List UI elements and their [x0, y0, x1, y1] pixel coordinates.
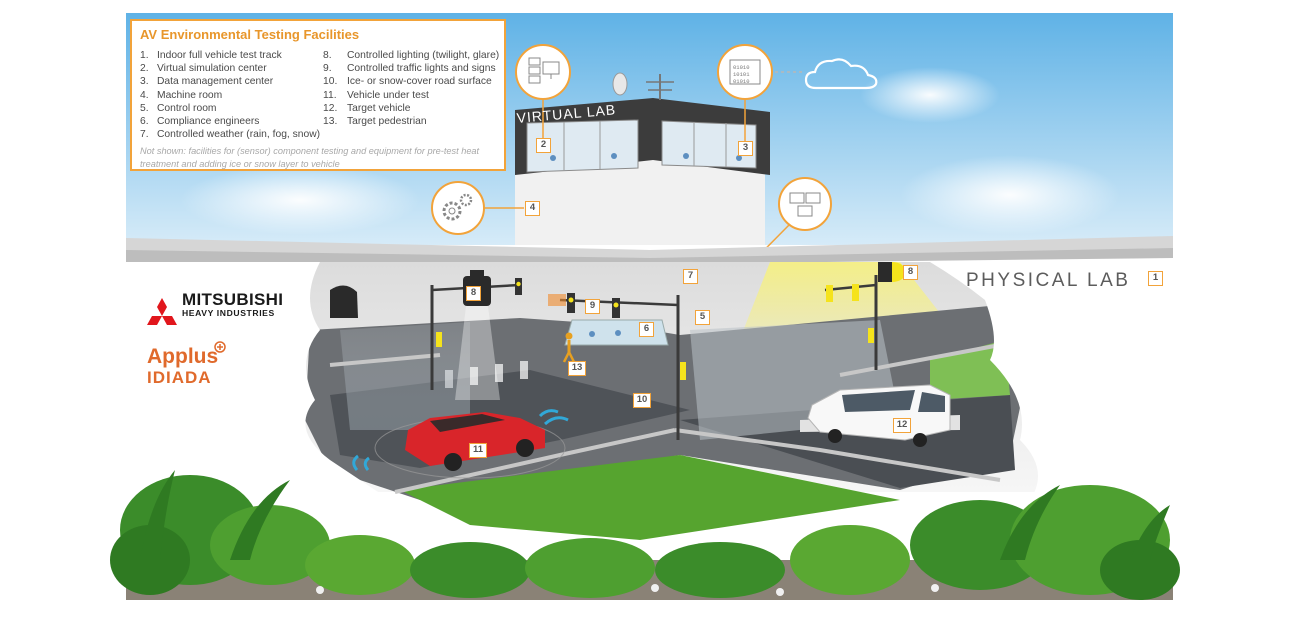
legend-item: 13.Target pedestrian — [323, 116, 427, 128]
target-pedestrian — [562, 332, 576, 363]
cloud-icon — [804, 58, 878, 90]
legend-item: 12.Target vehicle — [323, 102, 411, 114]
legend-item: 10.Ice- or snow-cover road surface — [323, 76, 492, 88]
marker-indoor-test-track: 1 — [1148, 271, 1163, 286]
legend-item: 3.Data management center — [140, 76, 274, 88]
svg-text:10101: 10101 — [733, 71, 750, 78]
scene-right-mask — [930, 262, 1173, 500]
applus-plus-mark — [214, 341, 226, 353]
vehicle-under-test — [352, 409, 569, 479]
svg-text:01010: 01010 — [733, 64, 750, 71]
legend-column-2: 8.Controlled lighting (twilight, glare) … — [323, 49, 499, 128]
legend-title: AV Environmental Testing Facilities — [140, 27, 360, 42]
marker-vehicle-under-test: 11 — [469, 443, 487, 458]
marker-controlled-lighting-right: 8 — [903, 265, 918, 280]
foreground-plants — [110, 470, 1180, 600]
marker-target-pedestrian: 13 — [568, 361, 586, 376]
marker-data-management-center: 3 — [738, 141, 753, 156]
marker-controlled-weather: 7 — [683, 269, 698, 284]
warning-light-glow — [548, 294, 566, 306]
legend-item: 5.Control room — [140, 102, 217, 114]
mitsubishi-logo-mark — [147, 298, 177, 325]
idiada-logo: IDIADA — [147, 368, 212, 387]
target-vehicle — [800, 384, 960, 447]
marker-control-room: 5 — [695, 310, 710, 325]
legend-item: 9.Controlled traffic lights and signs — [323, 63, 496, 75]
svg-text:01010: 01010 — [733, 78, 750, 85]
physical-lab-title: PHYSICAL LAB — [966, 270, 1131, 291]
legend-box: AV Environmental Testing Facilities 1.In… — [130, 19, 506, 171]
marker-compliance-engineers: 6 — [639, 322, 654, 337]
cloud-soft-3 — [180, 165, 420, 235]
mitsubishi-logo-line2: HEAVY INDUSTRIES — [182, 308, 275, 318]
legend-item: 7.Controlled weather (rain, fog, snow) — [140, 129, 321, 141]
legend-item: 11.Vehicle under test — [323, 89, 429, 101]
marker-machine-room: 4 — [525, 201, 540, 216]
traffic-light-center — [559, 293, 686, 440]
legend-item: 4.Machine room — [140, 89, 223, 101]
binary-code-icon: 01010 10101 01010 — [717, 44, 773, 100]
guardrails — [329, 343, 1001, 494]
marker-controlled-lighting-left: 8 — [466, 286, 481, 301]
rain-curtain — [340, 322, 470, 430]
legend-item: 2.Virtual simulation center — [140, 63, 267, 75]
marker-target-vehicle: 12 — [893, 418, 911, 433]
monitors-icon — [778, 177, 832, 231]
legend-item: 6.Compliance engineers — [140, 116, 260, 128]
cloud-soft-2 — [860, 67, 1000, 123]
traffic-light-right — [824, 275, 878, 370]
legend-item: 8.Controlled lighting (twilight, glare) — [323, 50, 500, 61]
legend-column-1: 1.Indoor full vehicle test track 2.Virtu… — [140, 49, 320, 141]
cloud-soft-1 — [900, 155, 1120, 235]
server-monitor-icon — [515, 44, 571, 100]
legend-item: 1.Indoor full vehicle test track — [140, 50, 282, 61]
mitsubishi-logo: MITSUBISHI HEAVY INDUSTRIES — [182, 290, 284, 319]
marker-snow-road-surface: 10 — [633, 393, 651, 408]
lighting-rig-right — [878, 262, 906, 282]
marker-virtual-simulation-center: 2 — [536, 138, 551, 153]
mitsubishi-logo-line1: MITSUBISHI — [182, 290, 284, 309]
lab-divider-shadow — [126, 248, 1173, 264]
gears-icon — [431, 181, 485, 235]
applus-logo: Applus — [147, 345, 219, 368]
scene-left-mask — [126, 262, 390, 500]
marker-traffic-lights: 9 — [585, 299, 600, 314]
legend-note: Not shown: facilities for (sensor) compo… — [140, 146, 480, 169]
virtual-lab-building — [515, 72, 770, 245]
